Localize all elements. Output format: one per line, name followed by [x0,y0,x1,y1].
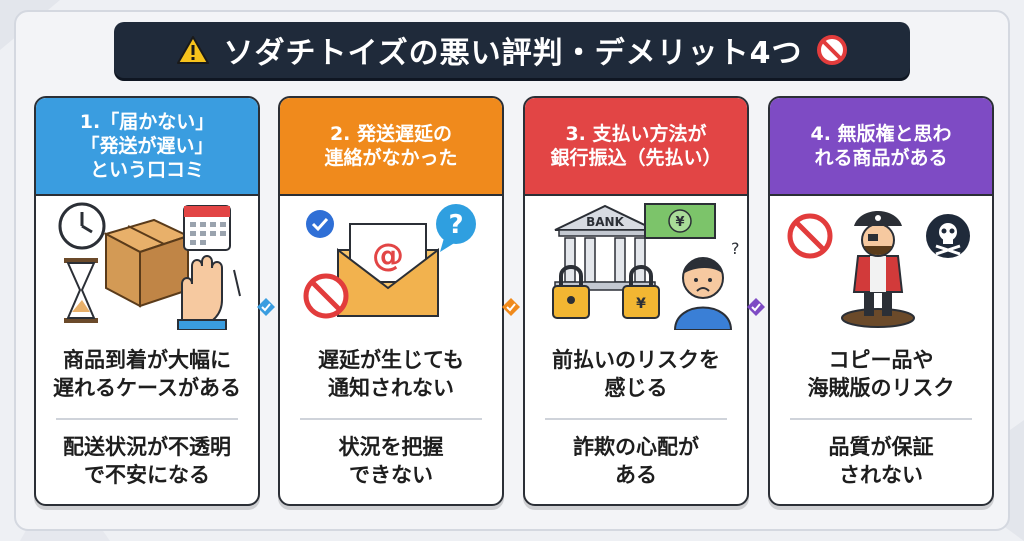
card-header: 2. 発送遅延の 連絡がなかった [280,98,502,196]
card-illustration [36,196,258,330]
check-icon [306,210,334,238]
card-sub-point: 配送状況が不透明 で不安になる [63,434,231,487]
yen-symbol: ¥ [636,296,646,312]
connector-arrow-icon [257,298,275,316]
card-prepayment: 3. 支払い方法が 銀行振込（先払い） BANK ¥ [523,96,749,506]
card-sub-point: 状況を把握 できない [338,434,444,487]
card-header-text: 1.「届かない」 「発送が遅い」 という口コミ [79,110,215,182]
package-icon [103,218,191,308]
skull-crossbones-icon [926,214,970,258]
card-unlicensed-products: 4. 無版権と思わ れる商品がある [768,96,994,506]
banknote-icon: ¥ [644,203,716,239]
padlock-icon [552,265,590,319]
prohibited-icon [787,213,833,259]
card-illustration: @ ? [280,196,502,330]
clock-icon [58,202,106,250]
card-delivery-delay: 1.「届かない」 「発送が遅い」 という口コミ [34,96,260,506]
divider [56,418,238,420]
svg-text:?: ? [448,210,463,240]
connector-arrow-icon [502,298,520,316]
hourglass-icon [64,258,98,323]
card-main-point: 商品到着が大幅に 遅れるケースがある [53,347,241,400]
divider [300,418,482,420]
prohibited-icon [303,273,349,319]
page-title: ソダチトイズの悪い評判・デメリット4つ [223,36,803,71]
email-icon: @ [337,223,439,317]
card-header-text: 3. 支払い方法が 銀行振込（先払い） [550,122,722,169]
raised-hand-icon [177,255,241,330]
card-main-point: 遅延が生じても 通知されない [318,347,464,400]
card-main-point: コピー品や 海賊版のリスク [807,347,955,400]
card-illustration [770,196,992,330]
pirate-figure-icon [841,211,915,328]
svg-text:@: @ [372,236,404,274]
yen-symbol: ¥ [675,215,684,230]
prohibited-icon [817,35,848,65]
yen-padlock-icon: ¥ [622,265,660,319]
card-sub-point: 品質が保証 されない [828,434,934,487]
card-header: 3. 支払い方法が 銀行振込（先払い） [525,98,747,196]
card-main-point: 前払いのリスクを 感じる [552,347,720,400]
card-header-text: 4. 無版権と思わ れる商品がある [810,122,952,169]
worried-person-icon: ? [673,239,740,330]
question-mark: ? [731,239,740,258]
card-header: 4. 無版権と思わ れる商品がある [770,98,992,196]
calendar-icon [183,205,231,251]
connector-arrow-icon [747,298,765,316]
card-illustration: BANK ¥ ¥ [525,196,747,330]
bank-icon: BANK [554,204,656,291]
card-header: 1.「届かない」 「発送が遅い」 という口コミ [36,98,258,196]
card-no-notification: 2. 発送遅延の 連絡がなかった @ ? 遅延が生じ [278,96,504,506]
divider [545,418,727,420]
question-bubble-icon: ? [436,204,476,252]
bank-label: BANK [586,215,624,229]
card-header-text: 2. 発送遅延の 連絡がなかった [324,122,458,169]
divider [790,418,972,420]
warning-icon [176,36,209,64]
title-banner: ソダチトイズの悪い評判・デメリット4つ [114,22,910,78]
card-sub-point: 詐欺の心配が ある [573,434,699,487]
